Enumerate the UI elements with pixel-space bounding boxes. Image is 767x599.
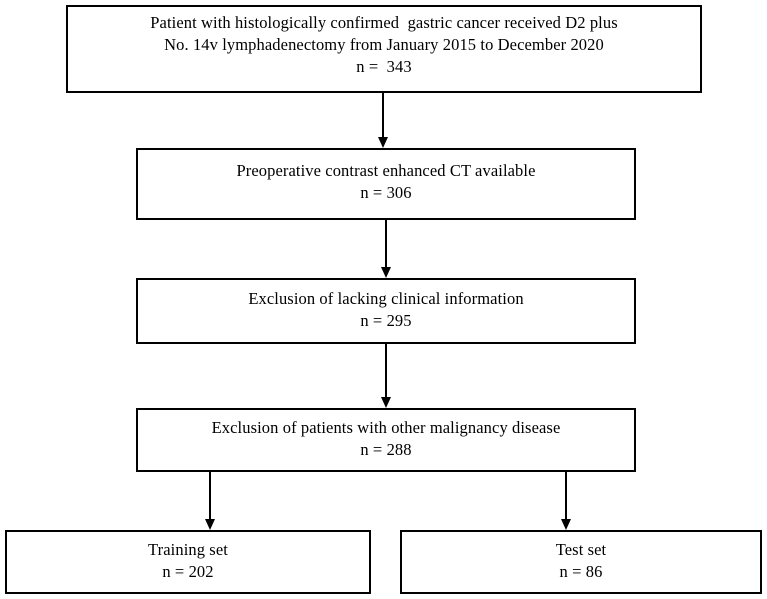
clinical-information-count: n = 295	[360, 310, 412, 330]
enrolled-patients-text: Patient with histologically confirmed ga…	[68, 7, 700, 78]
training-set-label: Training set	[148, 540, 228, 559]
test-set-text: Test set n = 86	[402, 532, 760, 583]
other-malignancy-text: Exclusion of patients with other maligna…	[138, 410, 634, 461]
arrow-shaft	[565, 472, 567, 519]
clinical-information-exclusion-box: Exclusion of lacking clinical informatio…	[136, 278, 636, 344]
arrow-head-down-icon	[561, 519, 571, 530]
enrolled-patients-line-2: No. 14v lymphadenectomy from January 201…	[164, 34, 604, 54]
arrow-head-down-icon	[381, 397, 391, 408]
training-set-text: Training set n = 202	[7, 532, 369, 583]
enrolled-patients-count: n = 343	[356, 56, 412, 76]
ct-available-box: Preoperative contrast enhanced CT availa…	[136, 148, 636, 220]
test-set-box: Test set n = 86	[400, 530, 762, 594]
training-set-box: Training set n = 202	[5, 530, 371, 594]
ct-available-text: Preoperative contrast enhanced CT availa…	[138, 150, 634, 204]
ct-available-line-1: Preoperative contrast enhanced CT availa…	[236, 161, 536, 180]
arrow-head-down-icon	[205, 519, 215, 530]
arrow-shaft	[385, 344, 387, 397]
arrow-shaft	[209, 472, 211, 519]
arrow-head-down-icon	[378, 137, 388, 148]
test-set-count: n = 86	[559, 561, 603, 581]
test-set-label: Test set	[555, 540, 607, 559]
enrolled-patients-box: Patient with histologically confirmed ga…	[66, 5, 702, 93]
other-malignancy-count: n = 288	[360, 439, 412, 459]
clinical-information-text: Exclusion of lacking clinical informatio…	[138, 280, 634, 332]
ct-available-count: n = 306	[360, 182, 412, 202]
arrow-shaft	[385, 220, 387, 267]
enrolled-patients-line-1: Patient with histologically confirmed ga…	[150, 13, 618, 32]
arrow-head-down-icon	[381, 267, 391, 278]
other-malignancy-exclusion-box: Exclusion of patients with other maligna…	[136, 408, 636, 472]
clinical-information-line-1: Exclusion of lacking clinical informatio…	[248, 289, 524, 308]
training-set-count: n = 202	[162, 561, 214, 581]
arrow-shaft	[382, 93, 384, 137]
other-malignancy-line-1: Exclusion of patients with other maligna…	[211, 418, 561, 437]
